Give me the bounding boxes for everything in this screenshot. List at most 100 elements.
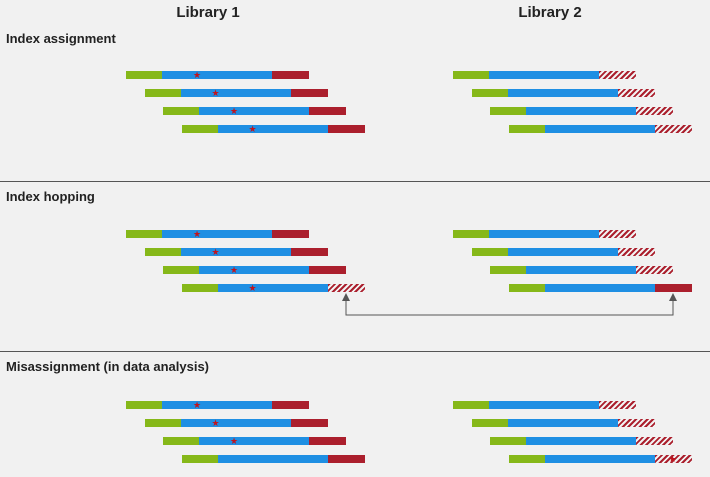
- adapter-segment: [471, 89, 508, 97]
- insert-segment: [162, 230, 272, 238]
- hatched-index-segment: [636, 266, 673, 274]
- sequencing-read: ★: [144, 88, 328, 98]
- index-segment: [654, 284, 692, 292]
- hatched-index-segment: [617, 419, 655, 427]
- hatched-index-segment: [327, 284, 365, 292]
- sequencing-read: [471, 89, 655, 97]
- sequencing-read: ★: [126, 229, 309, 239]
- insert-segment: [162, 401, 272, 409]
- marker-star-icon: ★: [193, 70, 202, 80]
- section-divider: [0, 351, 710, 352]
- adapter-segment: [163, 107, 199, 115]
- adapter-segment: [490, 107, 526, 115]
- hatched-index-segment: [654, 125, 692, 133]
- adapter-segment: [490, 437, 526, 445]
- adapter-segment: [453, 401, 489, 409]
- sequencing-read: [453, 71, 636, 79]
- arrowhead-left: [342, 293, 350, 301]
- index-segment: [272, 401, 309, 409]
- hatched-index-segment: [654, 455, 692, 463]
- insert-segment: [180, 89, 291, 97]
- sequencing-read: [508, 125, 692, 133]
- adapter-segment: [144, 248, 181, 256]
- sequencing-read: [453, 230, 636, 238]
- adapter-segment: [508, 284, 545, 292]
- adapter-segment: [163, 266, 199, 274]
- adapter-segment: [181, 125, 218, 133]
- adapter-segment: [144, 419, 181, 427]
- insert-segment: [199, 107, 309, 115]
- insert-segment: [217, 125, 328, 133]
- index-segment: [272, 71, 309, 79]
- adapter-segment: [181, 455, 218, 463]
- insert-segment: [489, 401, 599, 409]
- adapter-segment: [163, 437, 199, 445]
- index-segment: [309, 266, 346, 274]
- marker-star-icon: ★: [211, 418, 220, 428]
- insert-segment: [489, 71, 599, 79]
- sequencing-read: ★: [126, 400, 309, 410]
- index-segment: [290, 89, 328, 97]
- adapter-segment: [126, 230, 162, 238]
- adapter-segment: [508, 455, 545, 463]
- sequencing-read: [181, 455, 365, 463]
- marker-star-icon: ★: [230, 436, 239, 446]
- marker-star-icon: ★: [230, 265, 239, 275]
- marker-star-icon: ★: [211, 247, 220, 257]
- index-segment: [290, 419, 328, 427]
- sequencing-read: [508, 284, 692, 292]
- hatched-index-segment: [617, 248, 655, 256]
- insert-segment: [217, 284, 328, 292]
- hatched-index-segment: [617, 89, 655, 97]
- adapter-segment: [471, 419, 508, 427]
- hatched-index-segment: [599, 401, 636, 409]
- insert-segment: [544, 455, 655, 463]
- insert-segment: [199, 266, 309, 274]
- library-1-header: Library 1: [176, 4, 240, 21]
- insert-segment: [544, 284, 655, 292]
- adapter-segment: [453, 230, 489, 238]
- sequencing-read: ★: [181, 283, 365, 293]
- sequencing-read: ★: [126, 70, 309, 80]
- insert-segment: [526, 266, 636, 274]
- adapter-segment: [471, 248, 508, 256]
- insert-segment: [526, 437, 636, 445]
- marker-star-icon: ★: [248, 124, 257, 134]
- hatched-index-segment: [599, 230, 636, 238]
- sequencing-read: [471, 248, 655, 256]
- hatched-index-segment: [636, 437, 673, 445]
- insert-segment: [180, 419, 291, 427]
- sequencing-read: [453, 401, 636, 409]
- arrowhead-right: [669, 293, 677, 301]
- insert-segment: [489, 230, 599, 238]
- sequencing-read: [490, 266, 673, 274]
- adapter-segment: [126, 401, 162, 409]
- insert-segment: [507, 248, 618, 256]
- insert-segment: [180, 248, 291, 256]
- insert-segment: [507, 419, 618, 427]
- sequencing-read: [471, 419, 655, 427]
- section-title-misassignment: Misassignment (in data analysis): [6, 359, 210, 374]
- section-title-index-assignment: Index assignment: [6, 31, 116, 46]
- insert-segment: [507, 89, 618, 97]
- index-segment: [327, 455, 365, 463]
- marker-star-icon: ★: [668, 454, 677, 464]
- insert-segment: [526, 107, 636, 115]
- marker-star-icon: ★: [211, 88, 220, 98]
- marker-star-icon: ★: [193, 400, 202, 410]
- insert-segment: [162, 71, 272, 79]
- hatched-index-segment: [599, 71, 636, 79]
- marker-star-icon: ★: [248, 283, 257, 293]
- marker-star-icon: ★: [230, 106, 239, 116]
- hatched-index-segment: [636, 107, 673, 115]
- sequencing-read: ★: [144, 418, 328, 428]
- index-segment: [272, 230, 309, 238]
- index-segment: [309, 437, 346, 445]
- sequencing-read: [490, 107, 673, 115]
- index-segment: [309, 107, 346, 115]
- index-segment: [327, 125, 365, 133]
- section-divider: [0, 181, 710, 182]
- insert-segment: [217, 455, 328, 463]
- sequencing-read: ★: [163, 106, 346, 116]
